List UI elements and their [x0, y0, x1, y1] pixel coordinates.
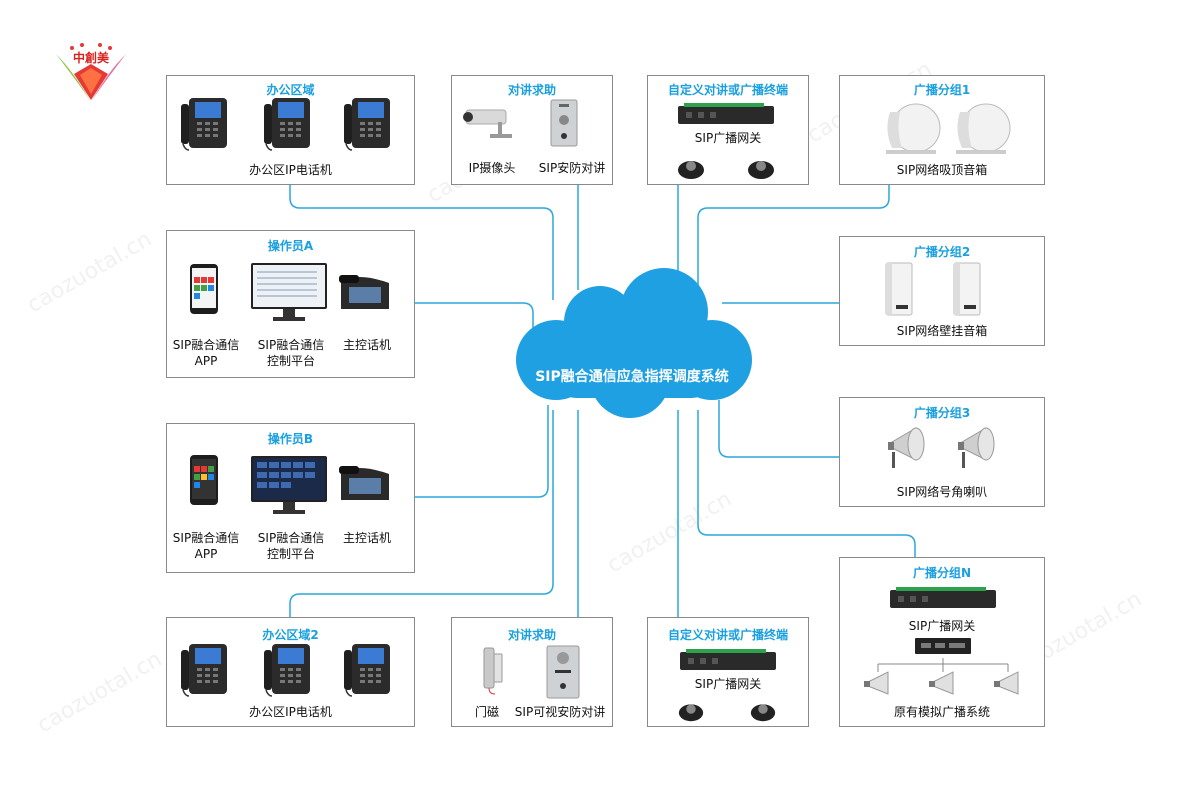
broadcast-group-2-panel: 广播分组2 SIP网络壁挂音箱 [839, 236, 1045, 346]
desk-phone-icon [339, 466, 389, 500]
monitor-icon [251, 263, 327, 321]
ip-phone-icon [264, 98, 310, 151]
link-office2 [289, 410, 554, 617]
device-caption: SIP网络号角喇叭 [896, 485, 988, 499]
panel-title: 广播分组3 [913, 406, 971, 420]
brand-logo [56, 43, 126, 100]
broadcast-group-n-panel: 广播分组N SIP广播网关 原有模拟广播系统 [839, 557, 1045, 727]
operator-a-panel: 操作员A SIP融合通信 APP SIP融合通信 控制平台 主控话机 [166, 230, 415, 378]
panel-title: 广播分组1 [913, 83, 971, 97]
ip-phone-icon [344, 98, 390, 151]
broadcast-group-1-panel: 广播分组1 SIP网络吸顶音箱 [839, 75, 1045, 185]
custom-terminal-2-panel: 自定义对讲或广播终端 SIP广播网关 [647, 617, 809, 727]
intercom-help-1-panel: 对讲求助 IP摄像头 SIP安防对讲 [451, 75, 613, 185]
device-caption-left: 门磁 [474, 705, 499, 719]
device-caption: 办公区IP电话机 [249, 163, 332, 177]
device-caption: SIP网络吸顶音箱 [896, 163, 988, 177]
wall-speaker-icon [953, 262, 981, 316]
broadcast-gateway-icon [890, 587, 996, 608]
ip-phone-icon [344, 644, 390, 697]
video-intercom-icon [546, 645, 580, 699]
ip-phone-icon [264, 644, 310, 697]
ip-phone-icon [181, 98, 227, 151]
app-caption: SIP融合通信 APP [172, 531, 240, 561]
ip-camera-icon [463, 109, 512, 138]
smartphone-icon [190, 264, 218, 314]
horn-speaker-icon [929, 671, 954, 695]
intercom-help-2-panel: 对讲求助 门磁 SIP可视安防对讲 [451, 617, 613, 727]
operator-b-panel: 操作员B SIP融合通信 APP SIP融合通信 控制平台 主控话机 [166, 423, 415, 573]
ceiling-speaker-icon [956, 103, 1011, 154]
panel-title: 广播分组N [912, 566, 972, 580]
horn-speaker-icon [888, 427, 925, 468]
office-area-1-panel: 办公区域 办公区IP电话机 [166, 75, 415, 185]
device-caption-left: IP摄像头 [468, 161, 516, 175]
logo-text: 中創美 [72, 51, 109, 65]
device-caption: 办公区IP电话机 [249, 705, 332, 719]
ip-phone-icon [181, 644, 227, 697]
broadcast-gateway-icon [680, 649, 776, 670]
broadcast-group-3-panel: 广播分组3 SIP网络号角喇叭 [839, 397, 1045, 507]
device-caption: SIP网络壁挂音箱 [896, 324, 988, 338]
door-magnet-icon [483, 647, 503, 695]
gateway-caption: SIP广播网关 [694, 131, 762, 145]
panel-title: 操作员B [267, 432, 314, 446]
intercom-panel-icon [550, 99, 578, 147]
link-group1 [697, 185, 890, 300]
office-area-2-panel: 办公区域2 办公区IP电话机 [166, 617, 415, 727]
link-office1 [289, 185, 554, 300]
analog-connection-lines [877, 658, 1009, 672]
panel-title: 对讲求助 [507, 83, 556, 97]
panel-title: 对讲求助 [507, 628, 556, 642]
panel-title: 操作员A [267, 239, 314, 253]
panel-title: 自定义对讲或广播终端 [667, 628, 788, 642]
horn-speaker-icon [994, 671, 1019, 695]
platform-caption: SIP融合通信 控制平台 [257, 531, 325, 561]
cloud-shape [516, 268, 752, 418]
panel-title: 办公区域2 [262, 628, 319, 642]
speaker-icon [678, 704, 704, 722]
gateway-caption: SIP广播网关 [908, 619, 976, 633]
link-operatorB [414, 405, 549, 498]
device-caption-right: SIP可视安防对讲 [514, 705, 606, 719]
ceiling-speaker-icon [886, 103, 941, 154]
custom-terminal-1-panel: 自定义对讲或广播终端 SIP广播网关 [647, 75, 809, 185]
gateway-caption: SIP广播网关 [694, 677, 762, 691]
platform-caption: SIP融合通信 控制平台 [257, 338, 325, 368]
phone-caption: 主控话机 [342, 338, 391, 352]
broadcast-gateway-icon [678, 103, 774, 124]
smartphone-icon [190, 455, 218, 505]
panel-title: 办公区域 [266, 83, 315, 97]
speaker-icon [750, 704, 776, 722]
wall-speaker-icon [885, 262, 913, 316]
horn-speaker-icon [864, 671, 889, 695]
phone-caption: 主控话机 [342, 531, 391, 545]
link-operatorA [414, 302, 534, 330]
desk-phone-icon [339, 275, 389, 309]
speaker-icon [678, 161, 704, 179]
center-system-label: SIP融合通信应急指挥调度系统 [535, 369, 729, 385]
link-group3 [718, 400, 839, 458]
link-groupN [697, 410, 916, 557]
panel-title: 自定义对讲或广播终端 [667, 83, 788, 97]
app-caption: SIP融合通信 APP [172, 338, 240, 368]
monitor-icon [251, 456, 327, 514]
device-caption: 原有模拟广播系统 [893, 705, 990, 719]
amplifier-icon [915, 638, 971, 654]
panel-title: 广播分组2 [913, 245, 971, 259]
horn-speaker-icon [958, 427, 995, 468]
device-caption-right: SIP安防对讲 [538, 161, 606, 175]
speaker-icon [748, 161, 774, 179]
